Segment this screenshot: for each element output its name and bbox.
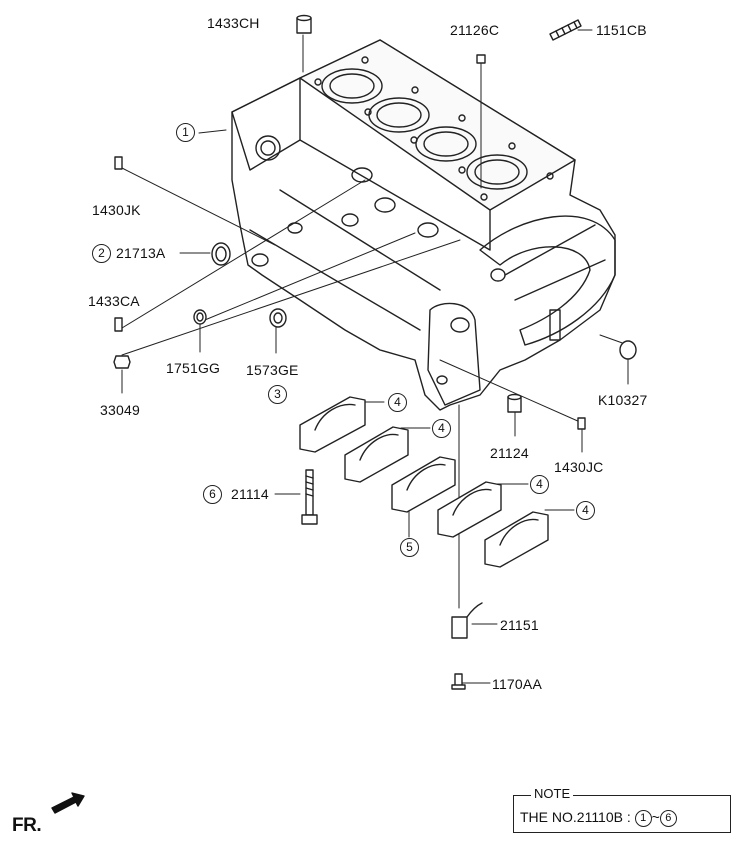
label-1430JK: 1430JK	[92, 202, 141, 218]
part-1430JC-pin	[577, 417, 586, 430]
label-21151: 21151	[500, 617, 539, 633]
label-1170AA: 1170AA	[492, 676, 542, 692]
bearing-cap-5	[484, 511, 549, 568]
callout-2: 2	[92, 244, 111, 263]
callout-6: 6	[203, 485, 222, 504]
leader-lines	[121, 29, 629, 684]
part-21124-dowel	[507, 393, 522, 413]
part-21713A-seal	[211, 242, 231, 266]
label-1573GE: 1573GE	[246, 362, 299, 378]
part-21114-bolt	[301, 469, 318, 525]
note-text: THE NO.21110B : 1~6	[520, 809, 677, 827]
part-1573GE-seal	[269, 308, 287, 328]
callout-4-b: 4	[432, 419, 451, 438]
callout-5: 5	[400, 538, 419, 557]
part-1433CH-plug	[296, 14, 312, 34]
note-prefix: THE NO.21110B :	[520, 809, 631, 825]
label-21114: 21114	[231, 486, 269, 502]
bearing-cap-3	[391, 456, 456, 513]
cylinder-block	[231, 39, 616, 411]
label-21713A: 21713A	[116, 245, 166, 261]
label-1433CA: 1433CA	[88, 293, 140, 309]
front-direction-arrow-icon	[51, 792, 85, 814]
label-21126C: 21126C	[450, 22, 500, 38]
part-1751GG-ring	[193, 309, 207, 325]
note-range-end: 6	[659, 809, 677, 827]
note-box	[513, 795, 731, 833]
note-range-sep: ~	[651, 809, 660, 825]
label-33049: 33049	[100, 402, 140, 418]
part-K10327-cap	[619, 340, 637, 360]
label-21124: 21124	[490, 445, 529, 461]
callout-4-d: 4	[576, 501, 595, 520]
bearing-cap-4	[437, 481, 502, 538]
part-21126C-dowel	[476, 54, 486, 64]
part-1170AA-bolt	[451, 673, 466, 690]
part-1433CA-pin	[114, 317, 123, 332]
label-1433CH: 1433CH	[207, 15, 260, 31]
callout-4-c: 4	[530, 475, 549, 494]
note-title: NOTE	[531, 786, 574, 801]
callout-4-a: 4	[388, 393, 407, 412]
part-1151CB-stud	[549, 19, 582, 41]
callout-1: 1	[176, 123, 195, 142]
bearing-cap-2	[344, 426, 409, 483]
note-range-start: 1	[634, 809, 652, 827]
part-33049-plug	[113, 355, 131, 369]
label-1751GG: 1751GG	[166, 360, 221, 376]
front-direction-label: FR.	[12, 815, 42, 836]
label-1430JC: 1430JC	[554, 459, 604, 475]
label-K10327: K10327	[598, 392, 648, 408]
part-21151-oil-jet	[451, 602, 483, 639]
part-1430JK-pin	[114, 156, 123, 170]
label-1151CB: 1151CB	[596, 22, 647, 38]
callout-3: 3	[268, 385, 287, 404]
bearing-cap-1	[299, 396, 366, 453]
